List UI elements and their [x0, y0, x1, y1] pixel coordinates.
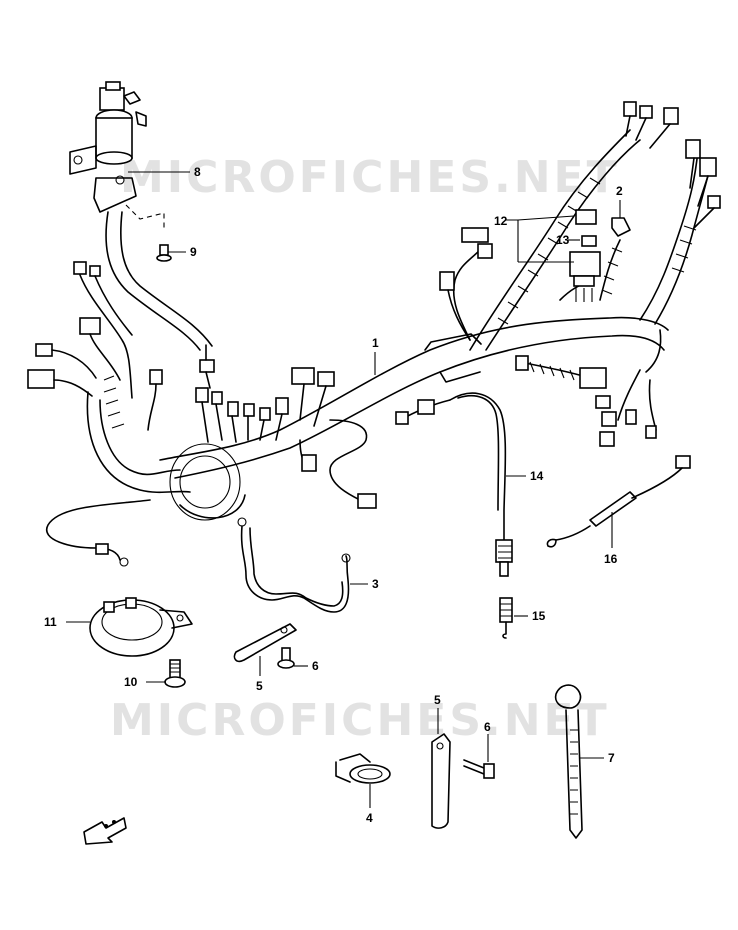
- horn-drawing: [89, 597, 193, 657]
- cable-tie-drawing: [554, 684, 583, 839]
- label-7: 7: [608, 751, 615, 765]
- bracket-upper-drawing: [233, 623, 297, 663]
- clamp-drawing: [335, 753, 391, 784]
- fuse-terminal-drawing: [499, 597, 513, 639]
- watermark-top: MICROFICHES.NET: [120, 152, 620, 203]
- sub-wire-drawing: [237, 517, 351, 613]
- label-1: 1: [372, 336, 379, 350]
- callouts: 8 9 1 2 9 12 13 14 16 3 15 11 10: [44, 165, 623, 825]
- main-harness-drawing: [27, 101, 721, 567]
- bracket-lower-drawing: [431, 733, 451, 829]
- battery-lead-drawing: [546, 455, 691, 548]
- label-5-lower: 5: [434, 693, 441, 707]
- label-11: 9: [190, 245, 197, 259]
- ignition-switch-drawing: [69, 81, 165, 231]
- relay-group-drawing: [569, 209, 631, 302]
- bolt-lower-drawing: [463, 759, 495, 779]
- screw-11-drawing: [156, 244, 172, 262]
- label-4: 4: [366, 811, 373, 825]
- bolt-15-drawing: [164, 659, 186, 688]
- label-6-lower: 6: [484, 720, 491, 734]
- label-12: 14: [530, 469, 544, 483]
- watermark-bottom: MICROFICHES.NET: [110, 695, 610, 746]
- label-10: 8: [194, 165, 201, 179]
- ground-lead-drawing: [449, 392, 513, 577]
- bolt-upper-drawing: [277, 647, 295, 669]
- label-16: 16: [604, 552, 618, 566]
- label-6-upper: 6: [312, 659, 319, 673]
- front-arrow-icon: [83, 817, 127, 845]
- label-8-text: 12: [494, 214, 508, 228]
- label-2: 2: [616, 184, 623, 198]
- label-3: 3: [372, 577, 379, 591]
- label-5-upper: 5: [256, 679, 263, 693]
- label-14: 11: [44, 615, 57, 629]
- label-15: 10: [124, 675, 138, 689]
- label-9: 13: [556, 233, 570, 247]
- label-13: 15: [532, 609, 546, 623]
